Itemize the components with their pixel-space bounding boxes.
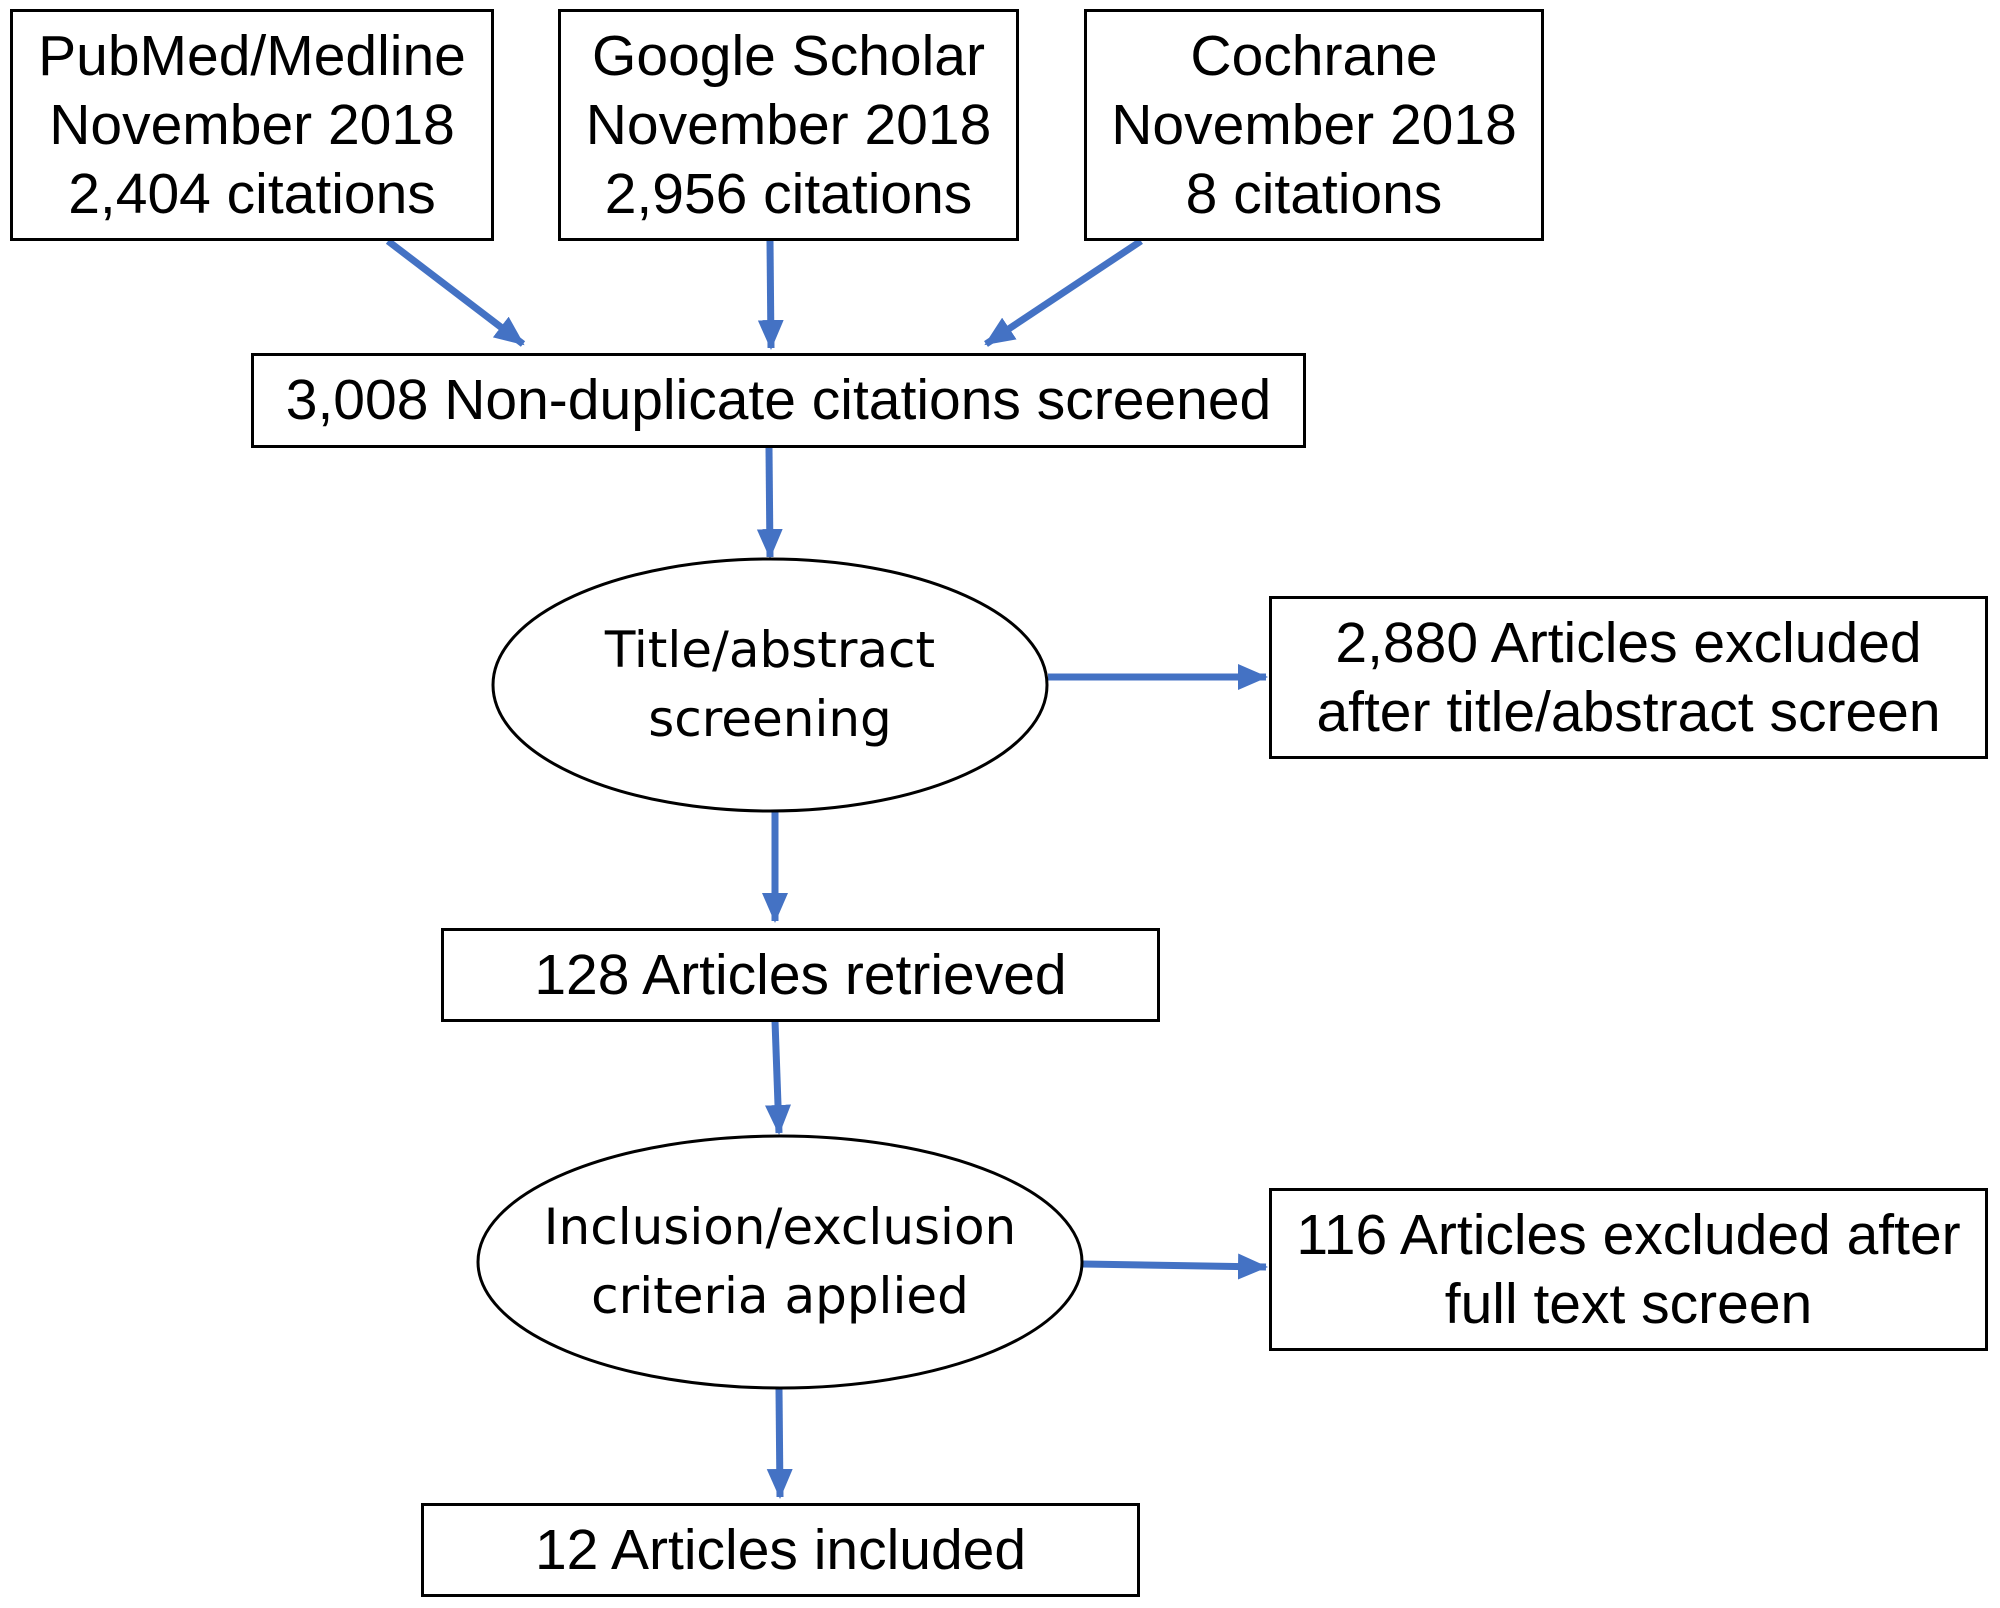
arrow-cochrane-to-screened	[984, 238, 1143, 347]
arrow-retrieved-to-criteria	[765, 1020, 791, 1135]
title-screening-label: Title/abstract screening	[493, 559, 1047, 811]
retrieved-label: 128 Articles retrieved	[534, 942, 1067, 1007]
screened-label: 3,008 Non-duplicate citations screened	[285, 368, 1272, 432]
source-line: 2,404 citations	[68, 161, 436, 226]
source-line: Cochrane	[1190, 23, 1438, 88]
arrow-pubmed-to-screened	[385, 238, 526, 347]
ellipse-line: Inclusion/exclusion	[543, 1198, 1017, 1256]
ellipse-line: screening	[648, 690, 892, 748]
excluded-line: after title/abstract screen	[1316, 679, 1941, 744]
arrow-criteria-to-excluded	[1082, 1253, 1268, 1280]
arrow-screened-to-title-screening	[756, 447, 783, 559]
title-screening-ellipse	[491, 557, 1049, 813]
source-line: 2,956 citations	[604, 161, 973, 226]
included-label: 12 Articles included	[534, 1517, 1027, 1582]
source-line: November 2018	[585, 92, 992, 157]
ellipse-line: Title/abstract	[604, 621, 936, 679]
excluded-line: full text screen	[1444, 1271, 1813, 1336]
excluded-full-text-box: 116 Articles excluded after full text sc…	[1269, 1188, 1988, 1351]
source-box-google-scholar: Google Scholar November 2018 2,956 citat…	[558, 9, 1019, 241]
arrow-criteria-to-included	[766, 1388, 793, 1499]
ellipse-line: criteria applied	[591, 1267, 969, 1325]
source-line: 8 citations	[1185, 161, 1443, 226]
screened-box: 3,008 Non-duplicate citations screened	[251, 353, 1306, 448]
retrieved-box: 128 Articles retrieved	[441, 928, 1160, 1022]
criteria-label: Inclusion/exclusion criteria applied	[478, 1136, 1082, 1388]
arrow-scholar-to-screened	[757, 240, 784, 350]
criteria-ellipse	[476, 1134, 1084, 1390]
source-line: November 2018	[1111, 92, 1517, 157]
source-box-pubmed: PubMed/Medline November 2018 2,404 citat…	[10, 9, 494, 241]
excluded-title-abstract-box: 2,880 Articles excluded after title/abst…	[1269, 596, 1988, 759]
excluded-line: 116 Articles excluded after	[1296, 1202, 1961, 1267]
included-box: 12 Articles included	[421, 1503, 1140, 1597]
excluded-line: 2,880 Articles excluded	[1335, 610, 1922, 675]
source-line: PubMed/Medline	[38, 23, 466, 88]
source-box-cochrane: Cochrane November 2018 8 citations	[1084, 9, 1544, 241]
source-line: November 2018	[49, 92, 455, 157]
source-line: Google Scholar	[592, 23, 985, 88]
